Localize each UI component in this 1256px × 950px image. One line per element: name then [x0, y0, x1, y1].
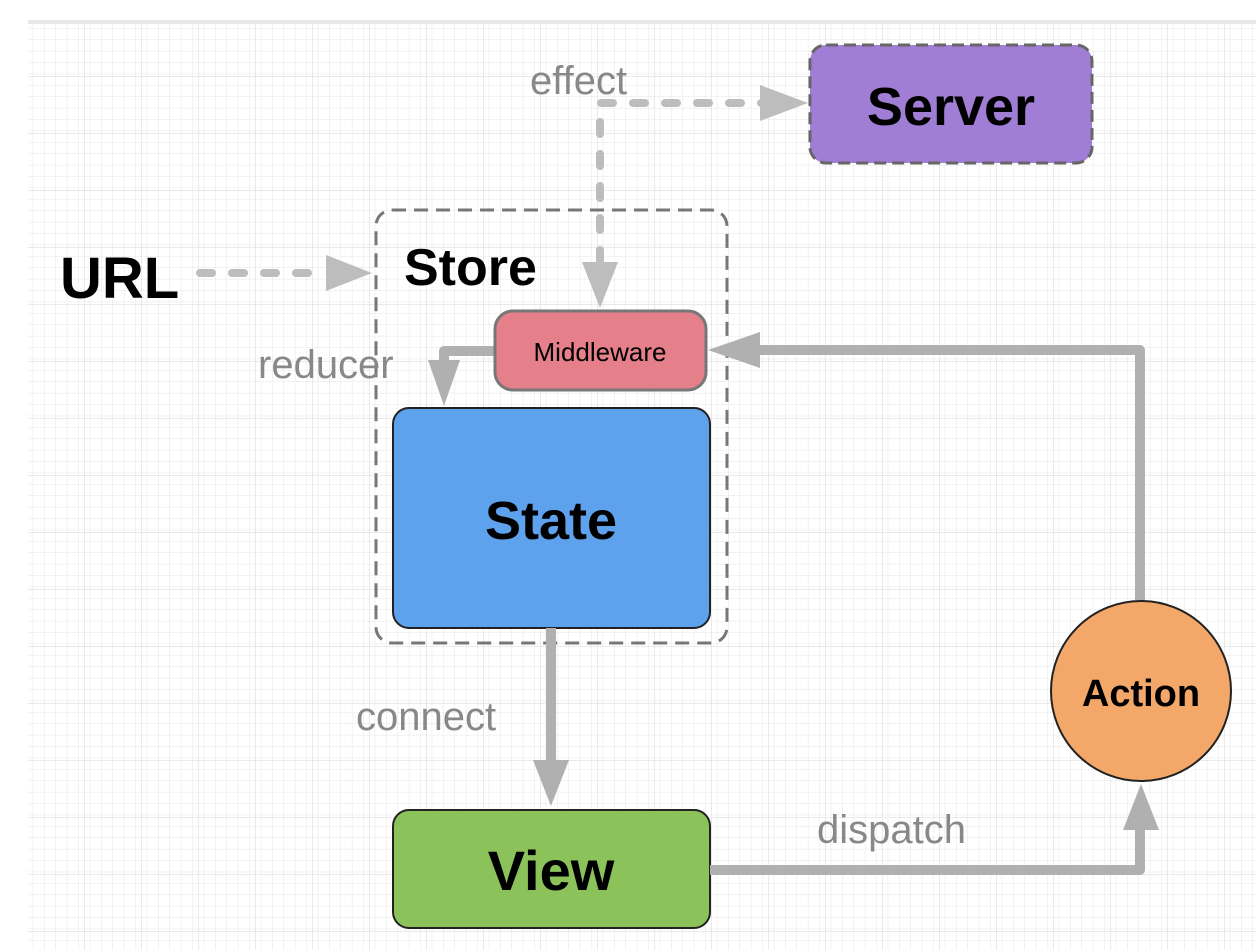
action-to-middleware-edge	[758, 345, 1145, 600]
url-node: URL	[60, 246, 179, 311]
middleware-node	[493, 309, 708, 392]
dispatch-arrowhead	[1123, 784, 1159, 830]
effect-label: effect	[530, 59, 627, 103]
store-label: Store	[404, 239, 537, 297]
view-label: View	[488, 839, 615, 902]
connect-label: connect	[356, 695, 496, 739]
reducer-arrowhead	[428, 360, 460, 406]
action-label: Action	[1082, 673, 1200, 715]
reducer-label: reducer	[258, 343, 394, 387]
effect-arrowhead-server	[760, 85, 808, 121]
server-node	[808, 43, 1094, 165]
dispatch-label: dispatch	[817, 808, 966, 852]
middleware-arrowhead	[708, 332, 760, 368]
dispatch-edge	[710, 825, 1145, 875]
top-border	[28, 20, 1256, 24]
effect-edge	[596, 99, 769, 266]
server-label: Server	[867, 77, 1035, 137]
effect-arrowhead-middleware	[582, 262, 618, 308]
state-label: State	[485, 491, 617, 551]
url-arrowhead	[326, 255, 372, 291]
action-node	[1050, 600, 1232, 782]
connect-arrowhead	[533, 760, 569, 806]
middleware-label: Middleware	[534, 337, 667, 367]
